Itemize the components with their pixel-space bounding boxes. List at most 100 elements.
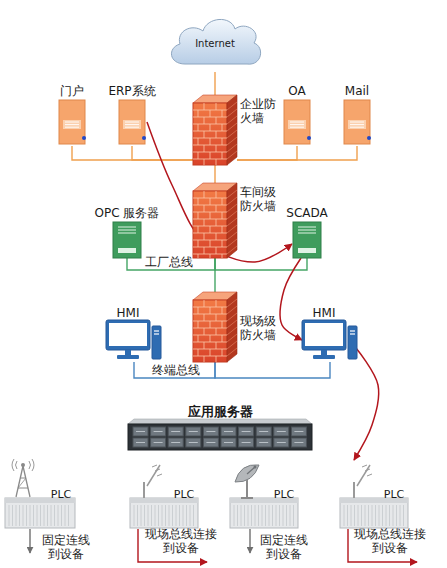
firewall-icon — [216, 117, 217, 124]
rack-server-icon — [291, 438, 306, 447]
firewall-icon — [227, 320, 237, 328]
hmi-monitor-icon — [313, 355, 335, 359]
network-bus-line — [214, 258, 215, 292]
data-flow-arrow — [354, 348, 379, 460]
firewall-icon — [193, 328, 227, 329]
firewall-icon — [222, 307, 223, 314]
rack-server-icon — [154, 442, 163, 443]
firewall-icon — [216, 219, 217, 226]
cloud-node: Internet — [165, 12, 265, 72]
firewall-icon — [210, 240, 211, 247]
firewall-icon — [204, 314, 205, 321]
firewall-icon — [193, 314, 227, 315]
firewall-icon — [193, 131, 227, 132]
rack-server-icon — [168, 427, 183, 436]
plc-device-icon — [241, 497, 253, 499]
firewall-icon — [193, 247, 227, 248]
server-icon — [367, 136, 371, 140]
server-icon — [307, 136, 311, 140]
firewall-icon — [227, 137, 237, 145]
rack-server-icon — [154, 431, 163, 432]
plc-device-icon — [393, 505, 394, 526]
plc-device-icon — [183, 505, 184, 526]
plc-device-icon — [169, 505, 170, 526]
node-label: Mail — [322, 84, 392, 98]
firewall-icon — [222, 110, 223, 117]
firewall-icon — [193, 191, 227, 258]
plc-node: PLC — [228, 460, 300, 530]
node-label: ERP系统 — [97, 84, 167, 98]
firewall-icon — [198, 240, 199, 247]
firewall-icon — [193, 205, 227, 206]
plc-device-icon — [30, 505, 31, 526]
firewall-icon — [204, 356, 205, 362]
firewall-icon — [227, 239, 237, 247]
plc-device-icon — [144, 465, 162, 498]
bus-label: 工厂总线 — [145, 255, 193, 269]
srvO-node: OA — [282, 84, 312, 146]
firewall-icon — [198, 124, 199, 131]
rack-server-icon — [189, 431, 198, 432]
plc-device-icon — [23, 505, 24, 526]
plc-device-icon — [340, 498, 408, 528]
firewall-icon — [210, 335, 211, 342]
plc-device-icon — [40, 505, 41, 526]
firewall-icon — [227, 341, 237, 349]
server-icon — [290, 122, 304, 123]
firewall-icon — [204, 159, 205, 165]
server-icon — [344, 100, 370, 144]
plc-device-icon — [54, 505, 55, 526]
firewall-icon — [198, 152, 199, 159]
plc-device-icon — [234, 505, 235, 526]
plc-node: PLC — [3, 460, 77, 530]
rack-server-icon — [151, 427, 166, 436]
plc-device-icon — [235, 465, 259, 482]
rack-server-icon — [239, 438, 254, 447]
server-icon — [65, 127, 79, 128]
plc-device-icon — [351, 505, 352, 526]
firewall-icon — [227, 348, 237, 356]
rack-server-icon — [294, 431, 303, 432]
rack-server-icon — [189, 442, 198, 443]
plc-device-icon — [254, 466, 257, 469]
firewall-icon — [193, 219, 227, 220]
firewall-icon — [216, 328, 217, 335]
firewall-icon — [210, 321, 211, 328]
fixed-wire-arrow — [29, 529, 30, 553]
connection-note: 现场总线连接 到设备 — [143, 527, 219, 555]
plc-device-icon — [61, 505, 62, 526]
rack-server-icon — [206, 431, 215, 432]
hmi-monitor-icon — [321, 350, 327, 355]
node-label: SCADA — [277, 206, 337, 220]
plc-device-icon — [365, 505, 366, 526]
hmi-monitor-icon — [302, 320, 346, 350]
firewall-icon — [193, 342, 227, 343]
firewall-icon — [210, 110, 211, 117]
firewall-icon — [222, 321, 223, 328]
hmi-monitor-icon — [152, 326, 161, 359]
hmi-node: HMI — [302, 306, 358, 362]
plc-device-icon — [248, 505, 249, 526]
plc-device-icon — [58, 505, 59, 526]
plc-device-icon — [382, 505, 383, 526]
plc-device-icon — [176, 505, 177, 526]
node-label: HMI — [302, 306, 346, 320]
firewall-icon — [204, 342, 205, 349]
plc-device-icon — [262, 505, 263, 526]
firewall-icon — [193, 183, 237, 258]
server-icon — [125, 122, 139, 123]
plc-device-icon — [158, 505, 159, 526]
plc-device-icon — [237, 505, 238, 526]
node-label: 车间级 防火墙 — [240, 185, 280, 213]
server-icon — [142, 136, 146, 140]
firewall-icon — [198, 349, 199, 356]
firewall-icon — [216, 356, 217, 362]
rack-server-icon — [151, 438, 166, 447]
plc-device-icon — [255, 505, 256, 526]
network-bus-line — [237, 146, 297, 160]
firewall-icon — [227, 306, 237, 314]
plc-device-icon — [16, 505, 17, 526]
server-icon — [298, 233, 316, 234]
firewall-icon — [210, 138, 211, 145]
server-icon — [123, 120, 141, 129]
